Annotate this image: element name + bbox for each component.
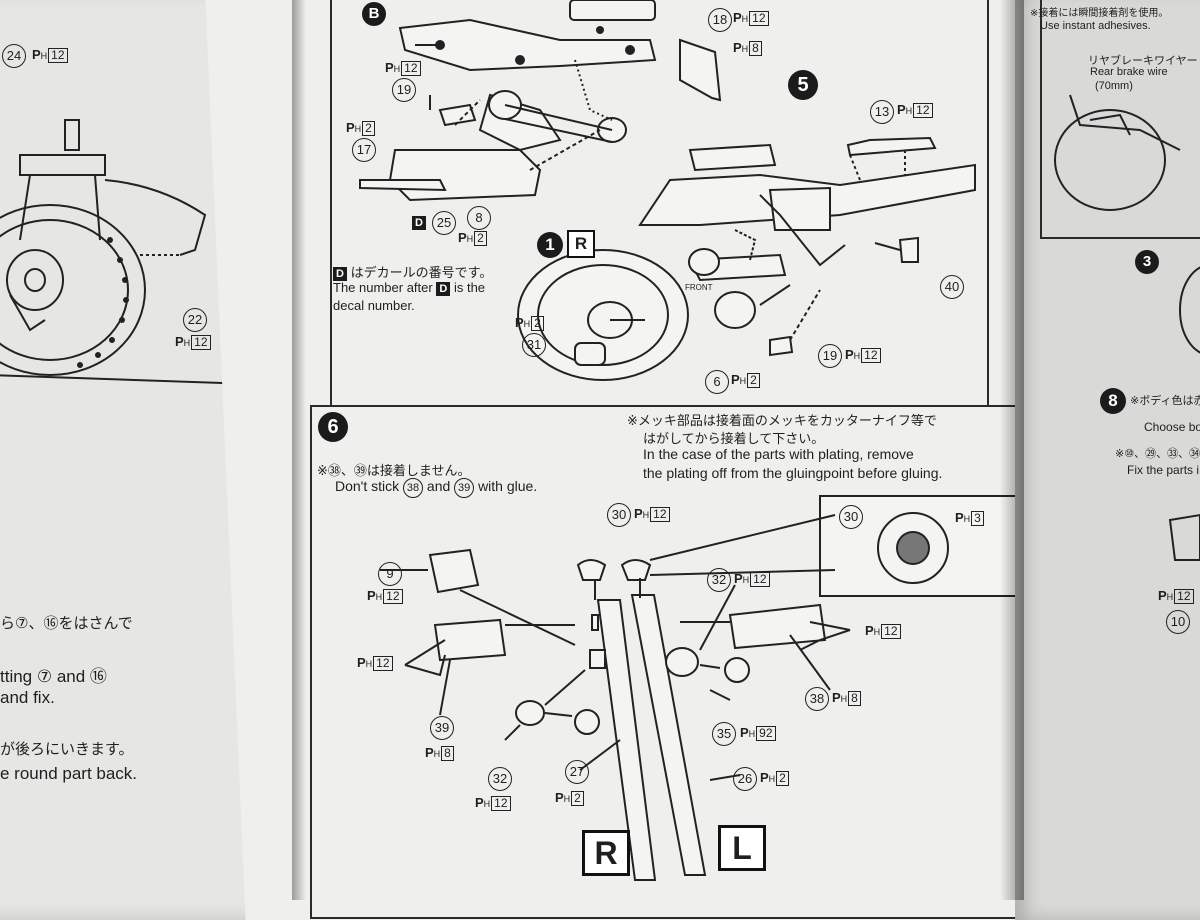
- decal-note-en-2: decal number.: [333, 298, 415, 313]
- right-part-10-number: 10: [1166, 610, 1190, 634]
- plating-note-jp-1: ※メッキ部品は接着面のメッキをカッターナイフ等で: [627, 413, 937, 428]
- step6-part-35-number: 35: [712, 722, 736, 746]
- step6-part-38-number: 38: [805, 687, 829, 711]
- part-19-number: 19: [392, 78, 416, 102]
- right-note-en-1: Use instant adhesives.: [1040, 20, 1151, 32]
- step6-part-26-number: 26: [733, 767, 757, 791]
- right-page: [1015, 0, 1200, 920]
- right-step-8-en: Choose bo: [1144, 420, 1200, 434]
- part-24-number: 24: [2, 44, 26, 68]
- bottom-label-r: R: [582, 830, 630, 876]
- step6-part-30-number: 30: [607, 503, 631, 527]
- left-text-jp-1: ら⑦、⑯をはさんで: [0, 615, 133, 632]
- right-brake-illustration: [1054, 94, 1200, 561]
- step-1-badge: 1: [537, 232, 563, 258]
- step6-part-32-top-number: 32: [707, 568, 731, 592]
- step5-part-40-number: 40: [940, 275, 964, 299]
- left-text-en-1: tting ⑦ and ⑯: [0, 667, 107, 686]
- svg-text:FRONT: FRONT: [685, 283, 713, 292]
- step-6-illustration: [380, 495, 1031, 881]
- step-5-badge: 5: [788, 70, 818, 100]
- bottom-label-l: L: [718, 825, 766, 871]
- right-step-8-jp: ※ボディ色は赤: [1130, 395, 1200, 407]
- glue-note-jp: ※㊳、㊴は接着しません。: [317, 463, 471, 478]
- decal-note-jp: D はデカールの番号です。: [333, 262, 492, 281]
- left-text-en-3: e round part back.: [0, 764, 138, 783]
- right-step-8-badge: 8: [1100, 388, 1126, 414]
- step-5-illustration: FRONT: [517, 136, 976, 381]
- right-note-jp-3: ※⑩、㉙、㉝、㉞ c: [1115, 448, 1200, 460]
- right-step-3-badge: 3: [1135, 250, 1159, 274]
- right-note-en-2: Rear brake wire: [1090, 66, 1168, 78]
- step5-part-31-number: 31: [522, 333, 546, 357]
- step6-part-9-number: 9: [378, 562, 402, 586]
- part-18-number: 18: [708, 8, 732, 32]
- decal-note-en-1: The number after D is the: [333, 280, 486, 296]
- left-text-en-2: and fix.: [0, 688, 55, 707]
- left-text-jp-2: が後ろにいきます。: [0, 741, 134, 758]
- part-17-number: 17: [352, 138, 376, 162]
- step-1-side-label: R: [567, 230, 595, 258]
- step-b-badge: B: [362, 2, 386, 26]
- right-note-jp-2: リヤブレーキワイヤー: [1088, 55, 1198, 67]
- part-22-number: 22: [183, 308, 207, 332]
- part-8-number: 8: [467, 206, 491, 230]
- step5-part-13-number: 13: [870, 100, 894, 124]
- step5-part-19-number: 19: [818, 344, 842, 368]
- step-b-illustration: [359, 0, 722, 202]
- right-frame: [1040, 0, 1200, 239]
- right-gutter: [1000, 0, 1024, 900]
- glue-note-en: Don't stick 38 and 39 with glue.: [335, 478, 537, 498]
- part-25-number: 25: [432, 211, 456, 235]
- step6-part-32-bottom-number: 32: [488, 767, 512, 791]
- part-25-label: D: [412, 214, 426, 230]
- right-note-en-4: Fix the parts i: [1127, 463, 1200, 477]
- right-note-jp-1: ※接着には瞬間接着剤を使用。: [1030, 8, 1169, 19]
- step6-part-39-number: 39: [430, 716, 454, 740]
- plating-note-en-2: the plating off from the gluingpoint bef…: [643, 465, 943, 481]
- left-gutter: [292, 0, 306, 900]
- plating-note-en-1: In the case of the parts with plating, r…: [643, 446, 914, 462]
- step5-part-6-number: 6: [705, 370, 729, 394]
- step6-part-27-number: 27: [565, 760, 589, 784]
- step6-part-30-detail-number: 30: [839, 505, 863, 529]
- step-6-badge: 6: [318, 412, 348, 442]
- right-note-en-3: (70mm): [1095, 80, 1133, 92]
- plating-note-jp-2: はがしてから接着して下さい。: [643, 431, 825, 446]
